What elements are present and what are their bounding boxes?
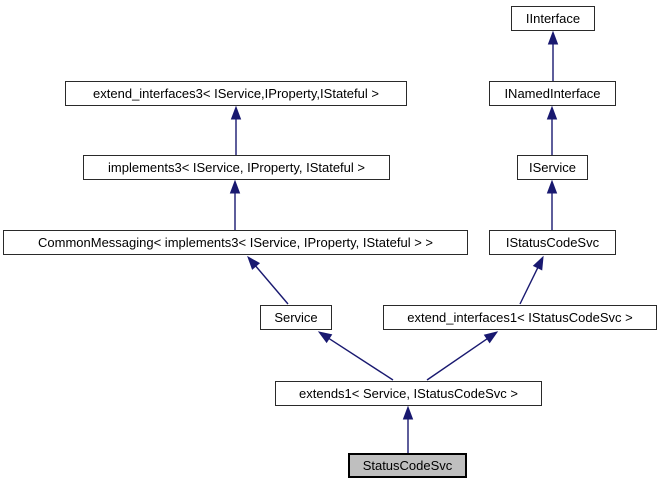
inheritance-edge-inamedinterface-to-iinterface <box>547 30 559 81</box>
class-node-label: CommonMessaging< implements3< IService, … <box>38 235 433 250</box>
inheritance-edge-statuscodesvc-to-extends1 <box>402 405 414 453</box>
inheritance-edge-iservice-to-inamedinterface <box>546 105 558 155</box>
class-node-label: implements3< IService, IProperty, IState… <box>108 160 365 175</box>
class-node-extends1[interactable]: extends1< Service, IStatusCodeSvc > <box>275 381 542 406</box>
inheritance-edge-extends1-to-extend-interfaces1 <box>426 331 499 381</box>
class-node-label: IInterface <box>525 11 581 26</box>
class-node-label: INamedInterface <box>504 86 601 101</box>
class-node-service[interactable]: Service <box>260 305 332 330</box>
class-node-label: StatusCodeSvc <box>362 458 453 473</box>
inheritance-edge-implements3-to-extend-interfaces3 <box>230 105 242 155</box>
class-node-label: Service <box>274 310 318 325</box>
class-node-iinterface[interactable]: IInterface <box>511 6 595 31</box>
class-node-label: IService <box>529 160 576 175</box>
class-node-label: IStatusCodeSvc <box>505 235 600 250</box>
class-node-iservice[interactable]: IService <box>517 155 588 180</box>
class-node-label: extend_interfaces3< IService,IProperty,I… <box>93 86 379 101</box>
class-node-label: extends1< Service, IStatusCodeSvc > <box>299 386 518 401</box>
class-node-statuscodesvc: StatusCodeSvc <box>348 453 467 478</box>
inheritance-edge-service-to-commonmessaging <box>247 255 289 305</box>
class-node-commonmessaging[interactable]: CommonMessaging< implements3< IService, … <box>3 230 468 255</box>
class-node-inamedinterface[interactable]: INamedInterface <box>489 81 616 106</box>
class-node-implements3[interactable]: implements3< IService, IProperty, IState… <box>83 155 390 180</box>
inheritance-edge-extend-interfaces1-to-istatuscodesvc <box>519 255 544 305</box>
inheritance-edge-istatuscodesvc-to-iservice <box>546 179 558 230</box>
inheritance-edge-extends1-to-service <box>317 331 394 381</box>
class-node-label: extend_interfaces1< IStatusCodeSvc > <box>407 310 633 325</box>
class-node-extend-interfaces3[interactable]: extend_interfaces3< IService,IProperty,I… <box>65 81 407 106</box>
inheritance-edge-commonmessaging-to-implements3 <box>229 179 241 230</box>
class-node-extend-interfaces1[interactable]: extend_interfaces1< IStatusCodeSvc > <box>383 305 657 330</box>
class-node-istatuscodesvc[interactable]: IStatusCodeSvc <box>489 230 616 255</box>
